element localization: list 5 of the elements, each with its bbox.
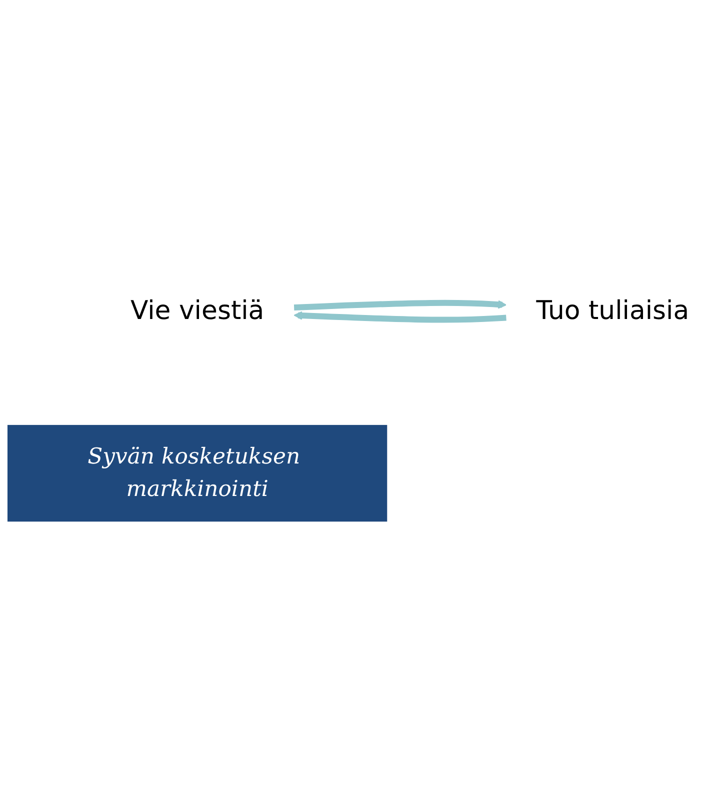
node-text: Tuo tuliaisia xyxy=(536,296,690,326)
node-box: Syvän kosketuksen markkinointi xyxy=(7,425,388,522)
arrow xyxy=(294,300,507,311)
arrow xyxy=(294,312,506,324)
node-text: Vie viestiä xyxy=(130,296,264,326)
